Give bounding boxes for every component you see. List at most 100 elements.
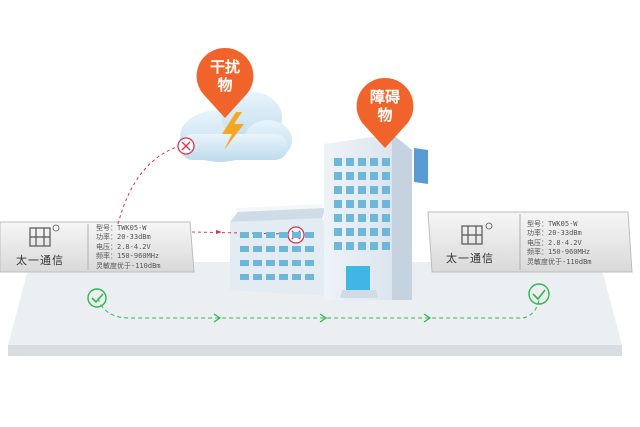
window (334, 158, 342, 166)
window (358, 242, 366, 250)
pin-obstacle-label: 障碍 物 (361, 88, 409, 124)
window (334, 242, 342, 250)
pin-interference-label: 干扰 物 (201, 58, 249, 94)
window (346, 186, 354, 194)
module-right-spec-voltage: 电压：2.8-4.2V (527, 238, 582, 247)
module-right-spec-power: 功率：20-33dBm (527, 229, 582, 238)
window (253, 260, 262, 266)
module-right-specs: 型号：TWK05-W 功率：20-33dBm 电压：2.8-4.2V 频率：15… (527, 220, 592, 267)
window (346, 158, 354, 166)
window (266, 260, 275, 266)
window (334, 214, 342, 222)
module-left-specs: 型号：TWK05-W 功率：20-33dBm 电压：2.8-4.2V 频率：15… (96, 224, 161, 271)
window (305, 260, 314, 266)
window (358, 228, 366, 236)
module-left-spec-model: 型号：TWK05-W (96, 224, 147, 232)
window (358, 200, 366, 208)
window (382, 186, 390, 194)
window (346, 228, 354, 236)
window (292, 232, 301, 238)
window (358, 186, 366, 194)
pin-obstacle-line2: 物 (377, 106, 393, 124)
window (279, 246, 288, 252)
window (266, 274, 275, 280)
window (358, 172, 366, 180)
module-right (427, 211, 633, 273)
window (292, 246, 301, 252)
module-right-spec-model: 型号：TWK05-W (527, 220, 578, 228)
window (334, 228, 342, 236)
module-left-spec-power: 功率：20-33dBm (96, 233, 151, 242)
window (305, 232, 314, 238)
chevron-right-icon (213, 313, 222, 323)
pin-interference (196, 47, 254, 118)
window (334, 200, 342, 208)
window (370, 214, 378, 222)
window (266, 246, 275, 252)
chevron-right-icon (319, 313, 328, 323)
window (240, 232, 249, 238)
module-right-spec-frequency: 频率：150-960MHz (527, 248, 591, 257)
module-left-spec-voltage: 电压：2.8-4.2V (96, 242, 151, 251)
window (370, 200, 378, 208)
window (279, 260, 288, 266)
window (370, 172, 378, 180)
window (292, 260, 301, 266)
window (240, 260, 249, 266)
lightning-icon (222, 112, 244, 150)
window (279, 274, 288, 280)
window (346, 200, 354, 208)
window (334, 186, 342, 194)
window (382, 200, 390, 208)
check-icon-right (528, 283, 550, 305)
floor-platform (8, 262, 622, 356)
window (382, 242, 390, 250)
signal-path-to-cloud (117, 145, 181, 225)
window (382, 214, 390, 222)
tower-windows (334, 158, 390, 250)
window (305, 274, 314, 280)
pin-obstacle-line1: 障碍 (369, 88, 400, 106)
window (253, 246, 262, 252)
fail-icon-cloud (177, 137, 195, 155)
window (370, 228, 378, 236)
module-logo-right (461, 222, 493, 245)
window (358, 214, 366, 222)
window (346, 214, 354, 222)
window (370, 242, 378, 250)
window (279, 232, 288, 238)
window (358, 158, 366, 166)
check-icon-left (87, 288, 107, 308)
window (370, 158, 378, 166)
window (253, 232, 262, 238)
window (334, 172, 342, 180)
pin-interference-line2: 物 (217, 76, 233, 94)
window (382, 158, 390, 166)
signal-arrowhead (216, 230, 222, 234)
module-right-brand: 太一通信 (446, 252, 494, 265)
chevron-right-icon (423, 313, 432, 323)
module-left-brand: 太一通信 (16, 254, 64, 267)
module-left (0, 221, 195, 273)
module-left-spec-sensitivity: 灵敏度优于-110dBm (96, 261, 161, 270)
window (382, 228, 390, 236)
window (382, 172, 390, 180)
pin-obstacle (356, 77, 414, 148)
window (305, 246, 314, 252)
small-building-windows (240, 232, 314, 280)
signal-path-success (97, 295, 541, 319)
module-logo-left (29, 224, 60, 247)
pin-interference-line1: 干扰 (209, 58, 240, 76)
window (240, 274, 249, 280)
window (240, 246, 249, 252)
window (370, 186, 378, 194)
module-right-spec-sensitivity: 灵敏度优于-110dBm (527, 257, 592, 266)
window (346, 242, 354, 250)
window (292, 274, 301, 280)
window (253, 274, 262, 280)
module-left-spec-frequency: 频率：150-960MHz (96, 252, 160, 261)
window (266, 232, 275, 238)
window (346, 172, 354, 180)
